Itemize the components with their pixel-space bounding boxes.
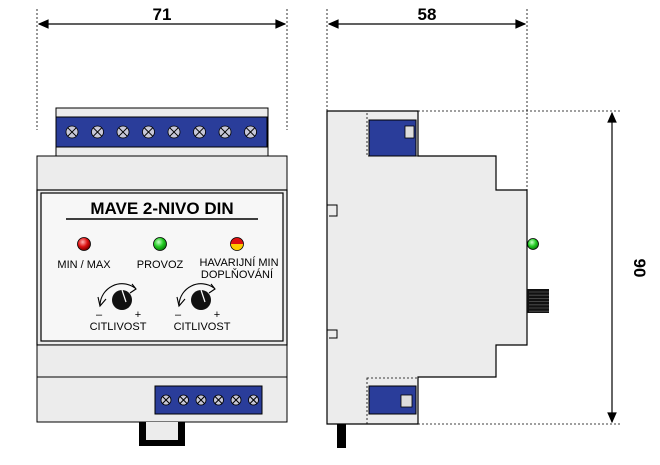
- lower-screws: [160, 394, 259, 406]
- upper-terminal-screw: [142, 125, 155, 139]
- side-lower-terminal: [368, 385, 417, 415]
- width-value: 71: [153, 5, 172, 24]
- depth-dimension: 58: [326, 5, 528, 200]
- lower-terminal-strip: [154, 385, 263, 415]
- lower-terminal-screw: [248, 394, 259, 406]
- side-knob-ribs: [529, 291, 549, 312]
- lower-terminal-screw: [178, 394, 189, 406]
- led-label-havarijni-2: DOPLŇOVÁNÍ: [201, 268, 274, 281]
- upper-terminal-screw: [167, 125, 181, 139]
- knob-2-plus: +: [214, 309, 220, 321]
- led-label-provoz: PROVOZ: [137, 259, 184, 271]
- sensitivity-knob-2[interactable]: – + CITLIVOST: [174, 283, 231, 333]
- led-label-havarijni-1: HAVARIJNÍ MIN: [199, 256, 278, 269]
- width-dimension: 71: [36, 5, 288, 130]
- knob-2-label: CITLIVOST: [174, 321, 231, 333]
- upper-terminal-screw: [193, 125, 206, 139]
- height-value: 90: [630, 259, 649, 278]
- lower-terminal-screw: [213, 394, 224, 406]
- depth-value: 58: [418, 5, 437, 24]
- knob-1-minus: –: [96, 309, 103, 321]
- lower-terminal-screw: [230, 394, 242, 406]
- knob-1-label: CITLIVOST: [90, 321, 147, 333]
- knob-2-minus: –: [175, 309, 182, 321]
- knob-1-plus: +: [135, 309, 141, 321]
- side-view: 58 90: [326, 5, 649, 448]
- side-knob: [527, 289, 549, 313]
- sensitivity-knob-1[interactable]: – + CITLIVOST: [90, 283, 147, 333]
- upper-terminal-strip: [55, 116, 268, 148]
- upper-terminal-screw: [91, 125, 104, 139]
- upper-terminal-screw: [244, 125, 257, 139]
- led-label-min-max: MIN / MAX: [57, 259, 111, 271]
- upper-terminal-screw: [116, 125, 130, 139]
- lower-terminal-screw: [195, 394, 207, 406]
- led-havarijni: [230, 237, 244, 251]
- side-led: [527, 238, 539, 250]
- led-provoz: [153, 237, 167, 251]
- device-title: MAVE 2-NIVO DIN: [90, 199, 233, 218]
- front-label-panel: [40, 192, 284, 342]
- lower-terminal-screw: [160, 394, 172, 406]
- upper-terminal-screw: [218, 125, 232, 139]
- upper-screws: [65, 125, 257, 139]
- height-dimension: 90: [418, 110, 649, 425]
- front-view: 71 MAVE 2-NIVO DIN MIN / MAX PROVOZ HAVA…: [36, 5, 288, 446]
- led-min-max: [77, 237, 91, 251]
- upper-terminal-screw: [65, 125, 79, 139]
